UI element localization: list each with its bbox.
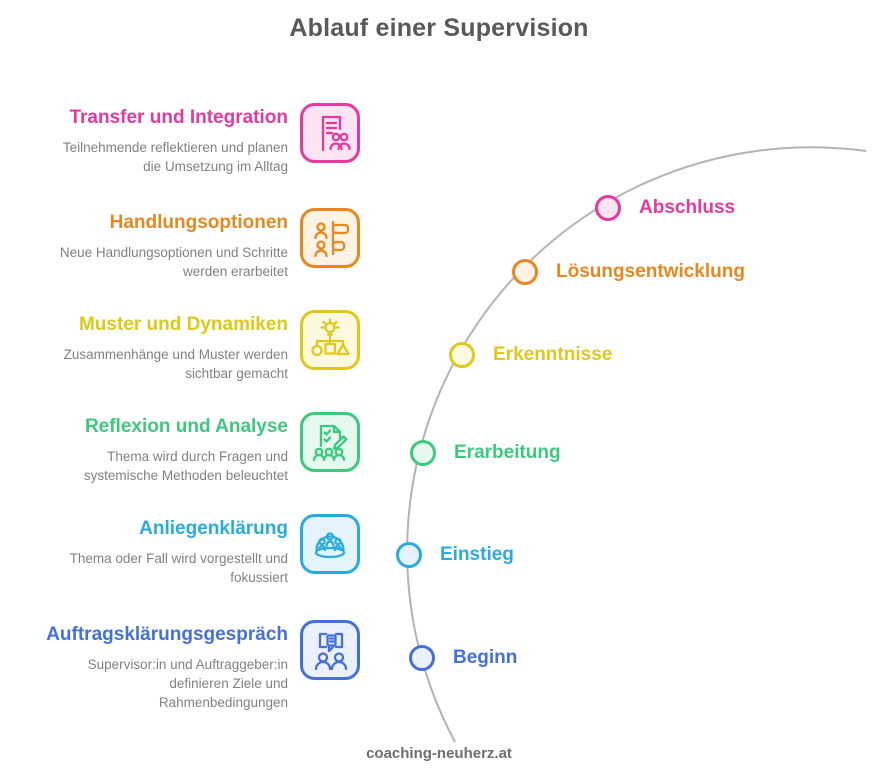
milestone-label: Abschluss [639,197,736,218]
footer-website: coaching-neuherz.at [366,745,512,762]
checklist-group-icon [300,412,360,472]
stage-text: Auftragsklärungsgespräch Supervisor:in u… [30,620,288,712]
stage-transfer-und-integration: Transfer und Integration Teilnehmende re… [30,103,360,176]
stage-text: Reflexion und Analyse Thema wird durch F… [30,412,288,485]
milestone-dot [396,542,422,568]
page-title: Ablauf einer Supervision [289,14,589,42]
milestone-dot [409,645,435,671]
milestone-dot [595,195,621,221]
people-options-icon [300,208,360,268]
stage-description: Zusammenhänge und Muster werden sichtbar… [63,347,288,381]
report-people-icon [300,103,360,163]
milestone-label: Beginn [453,647,518,668]
stage-auftragsklaerungsgespraech: Auftragsklärungsgespräch Supervisor:in u… [30,620,360,712]
milestone-dot [449,342,475,368]
milestone-label: Einstieg [440,544,514,565]
stage-description: Supervisor:in und Auftraggeber:in defini… [87,657,288,710]
stage-reflexion-und-analyse: Reflexion und Analyse Thema wird durch F… [30,412,360,485]
milestone-erkenntnisse: Erkenntnisse [449,342,612,368]
stage-title: Transfer und Integration [69,107,288,128]
stage-text: Anliegenklärung Thema oder Fall wird vor… [30,514,288,587]
stage-description: Thema oder Fall wird vorgestellt und fok… [69,551,288,585]
stage-text: Muster und Dynamiken Zusammenhänge und M… [30,310,288,383]
stage-title: Reflexion und Analyse [84,416,288,437]
stage-muster-und-dynamiken: Muster und Dynamiken Zusammenhänge und M… [30,310,360,383]
milestone-beginn: Beginn [409,645,517,671]
stage-title: Anliegenklärung [139,518,288,539]
conversation-people-icon [300,620,360,680]
stage-description: Teilnehmende reflektieren und planen die… [62,140,288,174]
milestone-erarbeitung: Erarbeitung [410,440,561,466]
idea-shapes-icon [300,310,360,370]
milestone-einstieg: Einstieg [396,542,514,568]
stage-description: Neue Handlungsoptionen und Schritte werd… [59,245,288,279]
milestone-loesungsentwicklung: Lösungsentwicklung [512,259,745,285]
stage-handlungsoptionen: Handlungsoptionen Neue Handlungsoptionen… [30,208,360,281]
milestone-label: Erkenntnisse [493,344,613,365]
milestone-dot [512,259,538,285]
stage-anliegenklaerung: Anliegenklärung Thema oder Fall wird vor… [30,514,360,587]
stage-text: Transfer und Integration Teilnehmende re… [30,103,288,176]
stage-description: Thema wird durch Fragen und systemische … [83,449,288,483]
stage-title: Auftragsklärungsgespräch [46,624,288,645]
milestone-abschluss: Abschluss [595,195,735,221]
milestone-label: Erarbeitung [454,442,561,463]
milestone-label: Lösungsentwicklung [556,261,745,282]
stage-title: Handlungsoptionen [109,212,288,233]
group-dome-icon [300,514,360,574]
milestone-dot [410,440,436,466]
stage-text: Handlungsoptionen Neue Handlungsoptionen… [30,208,288,281]
stage-title: Muster und Dynamiken [78,314,288,335]
